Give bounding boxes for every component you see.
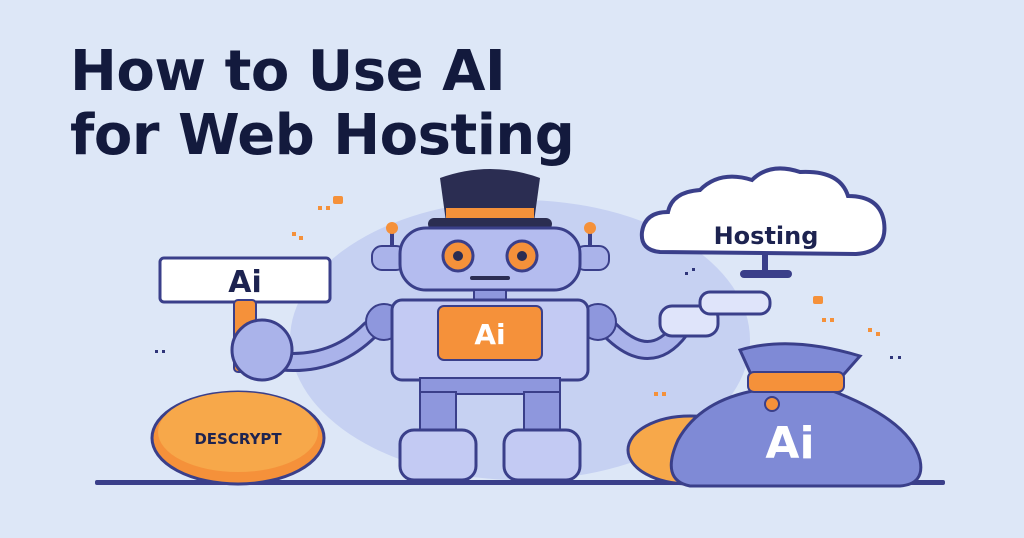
sparkle-icons [292,196,880,396]
title-line-2: for Web Hosting [70,103,575,168]
cloud-icon [639,166,887,278]
sparkle-dots [155,268,901,359]
page-title: How to Use AI for Web Hosting [70,39,575,168]
chest-label: Ai [474,318,505,351]
bag-label: Ai [765,418,814,469]
cloud-label: Hosting [714,222,819,250]
title-line-1: How to Use AI [70,39,506,104]
sign-label: Ai [228,265,262,300]
robot [230,169,772,482]
coin-icon [150,390,326,486]
money-bag-icon [669,342,923,488]
coin-label: DESCRYPT [194,430,282,448]
